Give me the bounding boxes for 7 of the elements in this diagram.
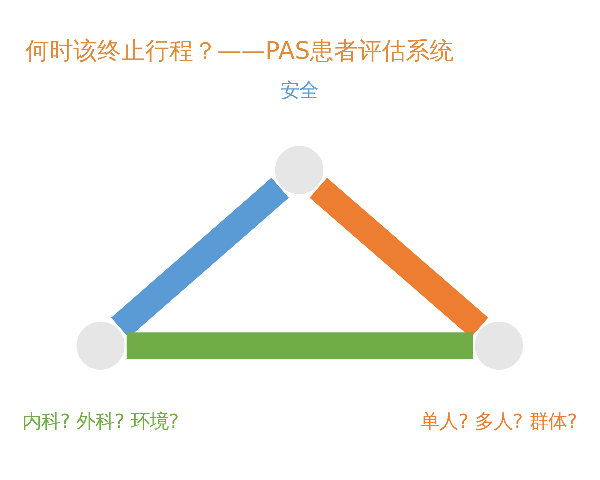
connector [310, 178, 488, 338]
diagram-title: 何时该终止行程？——PAS患者评估系统 [25, 36, 454, 65]
connector [111, 178, 290, 338]
node-label: 安全 [280, 79, 318, 102]
node-label: 单人? 多人? 群体? [420, 410, 578, 434]
connector [126, 332, 473, 360]
node-label: 内科? 外科? 环境? [22, 410, 180, 434]
